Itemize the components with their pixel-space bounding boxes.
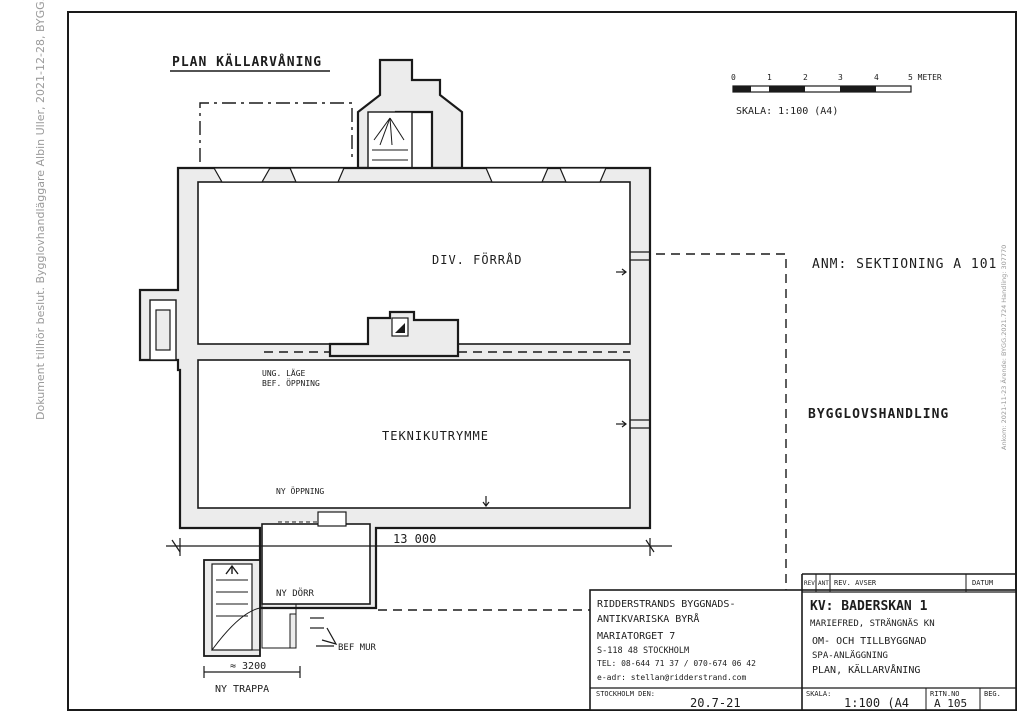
side-stamp-left: Dokument tillhör beslut. Bygglovhandlägg… — [34, 0, 47, 420]
scale-label-block: SKALA: — [806, 690, 831, 698]
wall-arrows — [482, 268, 627, 507]
project-desc-1: OM- OCH TILLBYGGNAD — [812, 636, 926, 647]
firm-name-2: ANTIKVARISKA BYRÅ — [597, 612, 699, 625]
scale-bar: 0 1 2 3 4 5 METER SKALA: 1:100 (A4) — [731, 73, 942, 117]
room-teknikutrymme — [197, 359, 631, 509]
project-desc-2: SPA-ANLÄGGNING — [812, 650, 888, 661]
annotation-anm: ANM: SEKTIONING A 101 — [812, 257, 997, 272]
dimension-13000 — [166, 538, 672, 556]
trappa-dimension: ≈ 3200 — [230, 661, 266, 672]
chimney-block — [328, 310, 460, 358]
project-name: KV: BADERSKAN 1 — [810, 599, 928, 614]
scale-tick-3: 3 — [838, 73, 843, 82]
annotation-bygglov: BYGGLOVSHANDLING — [808, 407, 949, 422]
note-bef-mur: BEF MUR — [338, 643, 377, 653]
room-label-upper: DIV. FÖRRÅD — [432, 251, 522, 267]
ny-trappa-label: NY TRAPPA — [215, 684, 269, 695]
sheet-border — [67, 11, 1017, 711]
bottom-entrance — [261, 511, 371, 605]
new-stair — [203, 559, 338, 657]
scale-tick-5: 5 METER — [908, 73, 942, 82]
ritn-no: A 105 — [934, 697, 967, 710]
room-label-lower: TEKNIKUTRYMME — [382, 429, 489, 443]
drawing-date: 20.7-21 — [690, 696, 741, 710]
upper-outline-dashdot — [199, 102, 353, 162]
scale-label: SKALA: 1:100 (A4) — [736, 106, 838, 117]
scale-value-block: 1:100 (A4 — [844, 696, 909, 710]
side-stamp-right: Ankom: 2021-11-23 Ärende: BYGG.2021.724 … — [999, 245, 1008, 450]
place-date-label: STOCKHOLM DEN: — [596, 690, 655, 698]
firm-tel: TEL: 08-644 71 37 / 070-674 06 42 — [597, 659, 756, 668]
beg-label: BEG. — [984, 690, 1001, 698]
firm-name-1: RIDDERSTRANDS BYGGNADS- — [597, 599, 735, 610]
firm-email: e-adr: stellan@ridderstrand.com — [597, 673, 746, 682]
section-dashed-line — [376, 253, 787, 611]
scale-tick-4: 4 — [874, 73, 879, 82]
scale-tick-0: 0 — [731, 73, 736, 82]
rev-header-rev: REV — [804, 580, 815, 587]
plan-title: PLAN KÄLLARVÅNING — [172, 54, 322, 70]
note-ung-lage: UNG. LÄGE — [262, 368, 306, 378]
firm-address: MARIATORGET 7 — [597, 631, 675, 642]
note-ny-oppning: NY ÖPPNING — [276, 486, 324, 496]
rev-header-avser: REV. AVSER — [834, 579, 877, 587]
project-desc-3: PLAN, KÄLLARVÅNING — [812, 663, 920, 676]
top-windows — [212, 167, 607, 183]
dimension-trappa — [203, 666, 301, 678]
note-ny-dorr: NY DÖRR — [276, 588, 315, 599]
scale-tick-2: 2 — [803, 73, 808, 82]
right-windows — [630, 251, 650, 429]
project-location: MARIEFRED, STRÄNGNÄS KN — [810, 618, 935, 629]
firm-postal: S-118 48 STOCKHOLM — [597, 646, 689, 656]
scale-tick-1: 1 — [767, 73, 772, 82]
note-bef-oppning: BEF. ÖPPNING — [262, 378, 320, 388]
title-block — [589, 573, 1017, 711]
rev-header-datum: DATUM — [972, 579, 993, 587]
rev-header-ant: ANT — [818, 580, 829, 587]
ritn-label: RITN.NO — [930, 690, 960, 698]
dimension-13000-label: 13 000 — [393, 532, 436, 546]
